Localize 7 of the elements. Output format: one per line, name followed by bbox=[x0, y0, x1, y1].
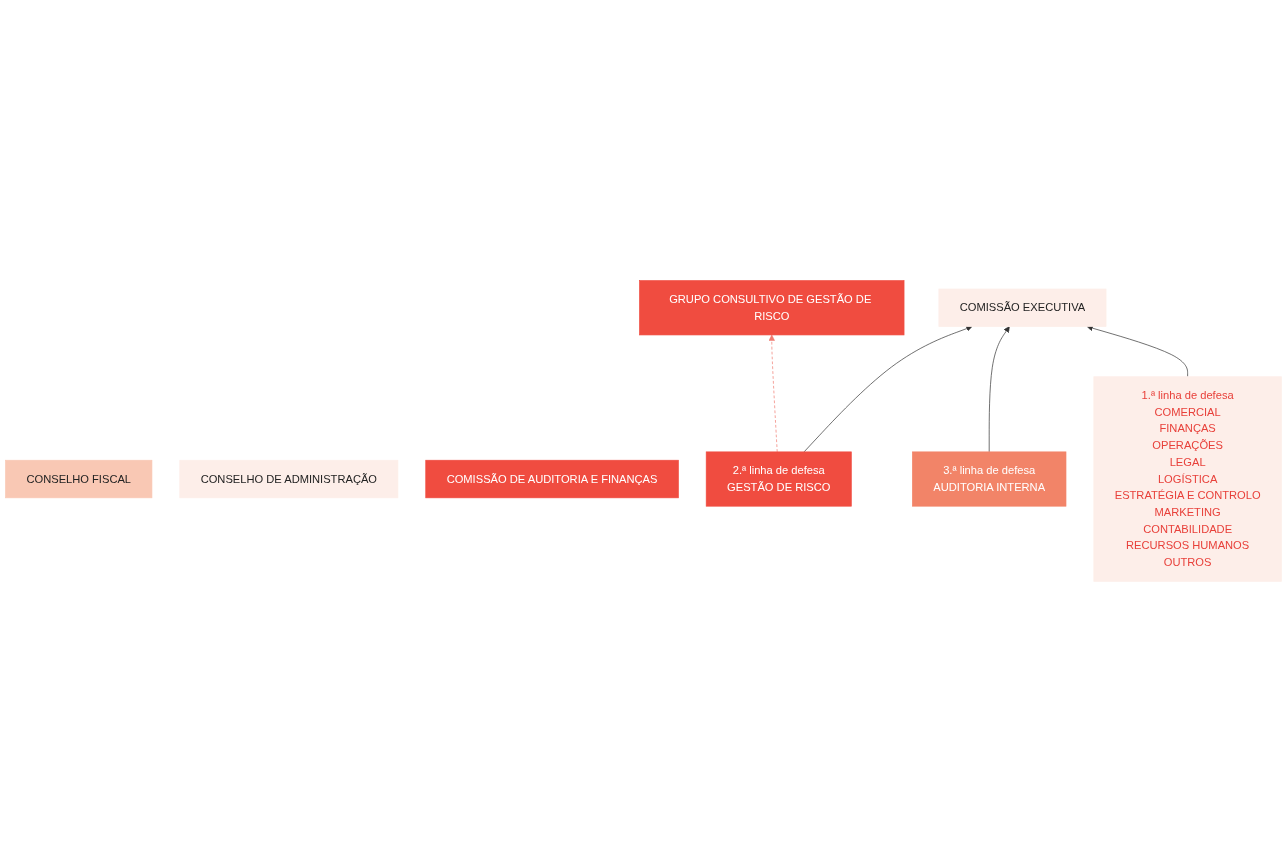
node-box: CONSELHO FISCAL bbox=[5, 459, 153, 499]
node-box: COMISSÃO DE AUDITORIA E FINANÇAS bbox=[425, 459, 679, 499]
node-box: 3.ª linha de defesa AUDITORIA INTERNA bbox=[912, 451, 1067, 507]
node-box: 2.ª linha de defesa GESTÃO DE RISCO bbox=[705, 451, 852, 507]
node-box: GRUPO CONSULTIVO DE GESTÃO DE RISCO bbox=[639, 280, 905, 336]
node-box: COMISSÃO EXECUTIVA bbox=[938, 288, 1107, 327]
node-box: 1.ª linha de defesa COMERCIAL FINANÇAS OPERAÇÕES LEGAL LOGÍSTICA ESTRATÉGIA E CONTROLO MARKETING CONTABILIDADE RECURSOS HUMANOS OUTROS bbox=[1093, 376, 1282, 582]
